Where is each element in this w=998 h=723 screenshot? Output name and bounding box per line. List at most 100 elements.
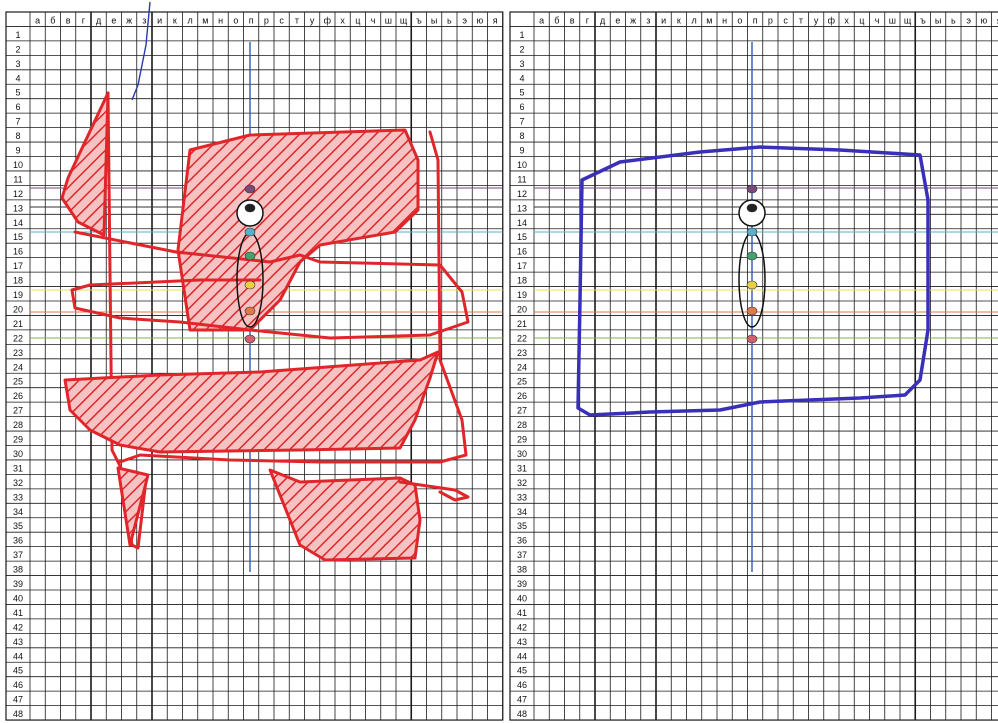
left-row-label: 5 [15,88,20,98]
right-col-label: к [677,15,681,25]
left-row-label: 29 [13,435,23,445]
left-row-label: 3 [15,59,20,69]
right-col-label: щ [904,15,912,25]
left-row-label: 21 [13,319,23,329]
right-col-label: ш [889,15,896,25]
right-row-label: 45 [517,666,527,676]
right-row-label: 2 [519,44,524,54]
left-marker-dot [245,252,255,260]
right-col-label: е [615,15,620,25]
left-row-label: 12 [13,189,23,199]
right-row-label: 48 [517,709,527,719]
right-row-label: 25 [517,377,527,387]
right-row-label: 12 [517,189,527,199]
right-col-label: в [570,15,575,25]
left-row-label: 44 [13,651,23,661]
left-row-label: 47 [13,695,23,705]
right-col-label: ч [875,15,880,25]
left-row-label: 11 [13,174,22,184]
left-row-label: 22 [13,333,23,343]
left-row-label: 26 [13,391,23,401]
left-col-label: л [187,15,192,25]
left-col-label: х [340,15,345,25]
left-col-label: д [96,15,102,25]
left-row-label: 14 [13,218,23,228]
left-row-label: 34 [13,507,23,517]
left-col-label: е [111,15,116,25]
right-marker-dot [747,185,757,193]
left-col-label: ь [447,15,452,25]
right-row-label: 3 [519,59,524,69]
right-row-label: 47 [517,695,527,705]
left-row-label: 48 [13,709,23,719]
left-row-label: 4 [15,73,20,83]
right-row-label: 30 [517,449,527,459]
left-row-label: 39 [13,579,23,589]
left-col-label: у [310,15,315,25]
right-col-label: ц [859,15,864,25]
left-col-label: к [173,15,177,25]
left-col-label: р [264,15,269,25]
left-row-label: 41 [13,608,23,618]
right-marker-dot [747,228,757,236]
right-col-label: ф [828,15,836,25]
right-col-label: ъ [920,15,926,25]
right-col-label: н [722,15,727,25]
left-row-label: 42 [13,622,23,632]
left-row-label: 7 [15,117,20,127]
right-col-label: ю [981,15,988,25]
left-col-label: и [157,15,162,25]
left-col-label: а [35,15,40,25]
right-row-label: 10 [517,160,527,170]
left-row-label: 20 [13,304,23,314]
left-row-label: 19 [13,290,23,300]
right-col-label: ь [951,15,956,25]
right-row-label: 13 [517,203,527,213]
right-row-label: 8 [519,131,524,141]
right-row-label: 42 [517,622,527,632]
right-col-label: л [691,15,696,25]
left-col-label: н [218,15,223,25]
left-row-label: 40 [13,593,23,603]
left-row-label: 43 [13,637,23,647]
left-row-label: 15 [13,232,23,242]
left-row-label: 9 [15,146,20,156]
right-grid-frame [510,12,998,720]
right-col-label: з [646,15,650,25]
right-row-label: 20 [517,304,527,314]
left-col-label: щ [400,15,408,25]
left-col-label: я [493,15,498,25]
right-row-label: 27 [517,406,527,416]
right-col-label: а [539,15,544,25]
left-marker-dot [245,204,255,212]
right-row-label: 40 [517,593,527,603]
right-col-label: о [737,15,742,25]
left-col-label: э [462,15,467,25]
left-row-label: 27 [13,406,23,416]
right-marker-dot [747,204,757,212]
right-col-label: м [706,15,712,25]
right-row-label: 33 [517,492,527,502]
right-row-label: 5 [519,88,524,98]
right-col-label: п [753,15,758,25]
right-col-label: и [661,15,666,25]
left-row-label: 33 [13,492,23,502]
left-col-label: ъ [416,15,422,25]
right-row-label: 29 [517,435,527,445]
left-col-label: ю [477,15,484,25]
left-col-label: ц [355,15,360,25]
right-row-label: 23 [517,348,527,358]
right-row-label: 18 [517,276,527,286]
left-row-label: 38 [13,565,23,575]
right-row-label: 39 [517,579,527,589]
left-row-label: 10 [13,160,23,170]
left-row-label: 23 [13,348,23,358]
left-col-label: б [50,15,55,25]
left-col-label: п [249,15,254,25]
right-row-label: 15 [517,232,527,242]
left-col-label: т [295,15,299,25]
left-row-label: 36 [13,536,23,546]
right-row-label: 1 [519,30,524,40]
right-col-label: с [783,15,788,25]
